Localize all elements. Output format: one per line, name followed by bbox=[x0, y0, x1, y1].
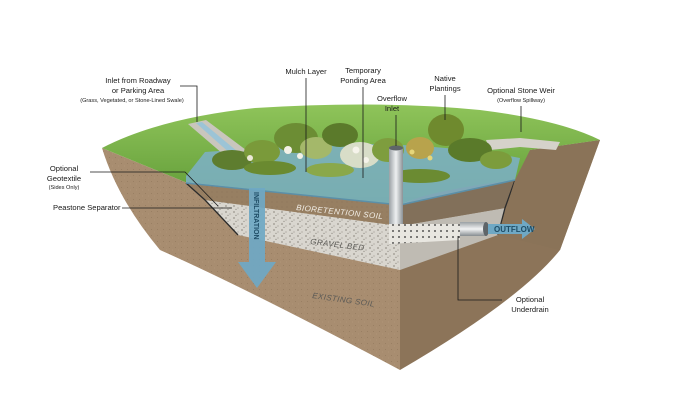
overflow-inlet-top bbox=[389, 145, 403, 151]
overflow-label-line2: Inlet bbox=[385, 104, 400, 113]
underdrain-label-line1: Optional bbox=[516, 295, 545, 304]
underdrain-pipe bbox=[389, 224, 460, 244]
callout-mulch: Mulch Layer bbox=[285, 67, 327, 172]
geotextile-label-line1: Optional bbox=[50, 164, 79, 173]
ponding-label-line2: Ponding Area bbox=[340, 76, 386, 85]
callout-peastone: Peastone Separator bbox=[53, 203, 232, 212]
underdrain-outlet bbox=[460, 222, 486, 236]
bioretention-soil-side bbox=[400, 180, 515, 226]
geotextile-label-line2: Geotextile bbox=[47, 174, 81, 183]
infiltration-label: INFILTRATION bbox=[252, 192, 259, 240]
outflow-arrow bbox=[488, 219, 535, 239]
callout-native: Native Plantings bbox=[429, 74, 461, 120]
callout-overflow: Overflow Inlet bbox=[377, 94, 407, 146]
ponding-label-line1: Temporary bbox=[345, 66, 381, 75]
callout-weir: Optional Stone Weir (Overflow Spillway) bbox=[487, 86, 555, 132]
bioretention-soil-layer bbox=[186, 183, 400, 226]
callout-ponding: Temporary Ponding Area bbox=[340, 66, 387, 178]
inlet-swale-water bbox=[196, 122, 238, 155]
underdrain-outlet-end bbox=[483, 222, 489, 236]
weir-label-line2: (Overflow Spillway) bbox=[497, 98, 545, 104]
mulch-label: Mulch Layer bbox=[285, 67, 327, 76]
inlet-label-line1: Inlet from Roadway bbox=[105, 76, 171, 85]
native-plantings bbox=[212, 114, 512, 183]
inlet-label-line3: (Grass, Vegetated, or Stone-Lined Swale) bbox=[80, 98, 184, 104]
native-label-line1: Native bbox=[434, 74, 456, 83]
weir-label-line1: Optional Stone Weir bbox=[487, 86, 555, 95]
callout-underdrain: Optional Underdrain bbox=[457, 236, 549, 314]
infiltration-arrow bbox=[238, 188, 276, 288]
peastone-label: Peastone Separator bbox=[53, 203, 121, 212]
outflow-label: OUTFLOW bbox=[494, 225, 535, 234]
callout-geotextile: Optional Geotextile (Sides Only) bbox=[47, 164, 219, 207]
callout-inlet: Inlet from Roadway or Parking Area (Gras… bbox=[80, 76, 198, 122]
geotextile-label-line3: (Sides Only) bbox=[49, 185, 80, 191]
overflow-inlet-pipe bbox=[389, 148, 403, 230]
underdrain-label-line2: Underdrain bbox=[511, 305, 549, 314]
overflow-label-line1: Overflow bbox=[377, 94, 407, 103]
stone-weir bbox=[486, 138, 560, 150]
geotextile-line bbox=[185, 182, 239, 236]
inlet-label-line2: or Parking Area bbox=[112, 86, 165, 95]
native-label-line2: Plantings bbox=[429, 84, 460, 93]
